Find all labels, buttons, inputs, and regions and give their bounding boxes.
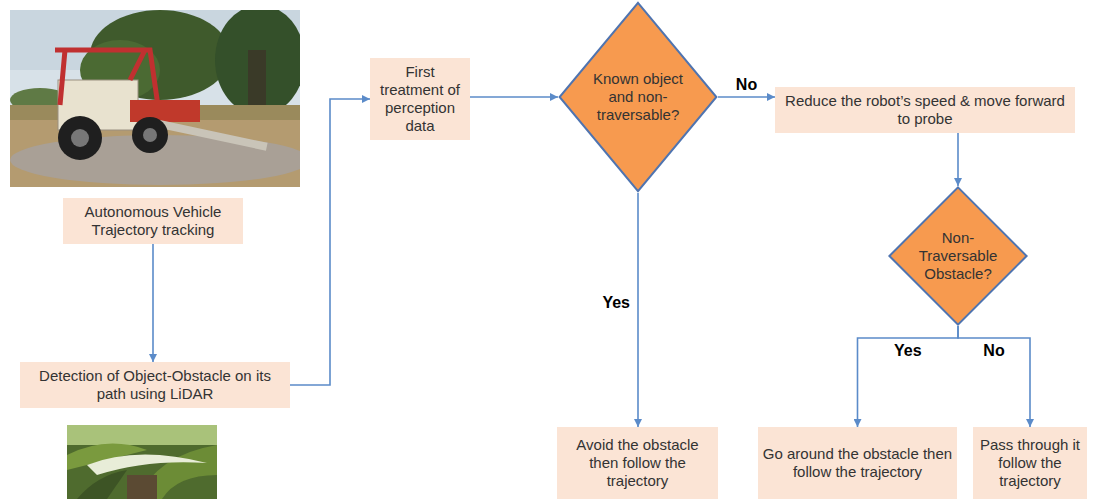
box-text: Reduce the robot’s speed & move forward … bbox=[780, 92, 1070, 128]
decision-text: Non-Traversable Obstacle? bbox=[916, 229, 1000, 283]
box-text: First treatment of perception data bbox=[373, 63, 467, 135]
process-box: Avoid the obstacle then follow the traje… bbox=[557, 427, 718, 499]
process-box: Go around the obstacle then follow the t… bbox=[758, 427, 957, 499]
flow-arrow bbox=[152, 244, 154, 362]
flow-arrow bbox=[290, 99, 370, 385]
flow-arrow bbox=[718, 96, 775, 98]
box-text: Pass through it follow the trajectory bbox=[975, 436, 1085, 490]
box-text: Autonomous Vehicle Trajectory tracking bbox=[68, 203, 238, 239]
flow-arrow bbox=[958, 326, 1030, 427]
box-text: Avoid the obstacle then follow the traje… bbox=[561, 436, 714, 490]
process-box: Pass through it follow the trajectory bbox=[973, 427, 1087, 499]
node-text-group: Known object and non-traversable? bbox=[592, 70, 684, 124]
decision-diamond: Non-Traversable Obstacle? bbox=[888, 186, 1028, 326]
edge-label: No bbox=[734, 75, 759, 94]
box-text: Go around the obstacle then follow the t… bbox=[763, 445, 953, 481]
flow-arrow bbox=[858, 326, 959, 427]
node-text-group: Detection of Object-Obstacle on its path… bbox=[25, 367, 285, 403]
flow-arrow bbox=[637, 193, 639, 427]
node-text-group: Pass through it follow the trajectory bbox=[975, 436, 1085, 490]
edge-label: No bbox=[981, 341, 1006, 360]
corn-field-photo bbox=[67, 425, 217, 499]
decision-text: Known object and non-traversable? bbox=[592, 70, 684, 124]
node-text-group: Autonomous Vehicle Trajectory tracking bbox=[68, 203, 238, 239]
edge-label: Yes bbox=[892, 341, 924, 360]
node-text-group: Reduce the robot’s speed & move forward … bbox=[780, 92, 1070, 128]
box-text: Detection of Object-Obstacle on its path… bbox=[25, 367, 285, 403]
vehicle-photo bbox=[10, 10, 300, 187]
node-text-group: First treatment of perception data bbox=[373, 63, 467, 135]
process-box: First treatment of perception data bbox=[370, 58, 470, 140]
decision-diamond: Known object and non-traversable? bbox=[558, 1, 718, 193]
process-box: Autonomous Vehicle Trajectory tracking bbox=[63, 198, 243, 244]
process-box: Detection of Object-Obstacle on its path… bbox=[20, 362, 290, 408]
flow-arrow bbox=[470, 96, 558, 98]
flow-arrow bbox=[957, 133, 959, 186]
node-text-group: Avoid the obstacle then follow the traje… bbox=[561, 436, 714, 490]
edge-label: Yes bbox=[600, 293, 632, 312]
node-text-group: Non-Traversable Obstacle? bbox=[916, 229, 1000, 283]
process-box: Reduce the robot’s speed & move forward … bbox=[775, 87, 1075, 133]
node-text-group: Go around the obstacle then follow the t… bbox=[763, 445, 953, 481]
